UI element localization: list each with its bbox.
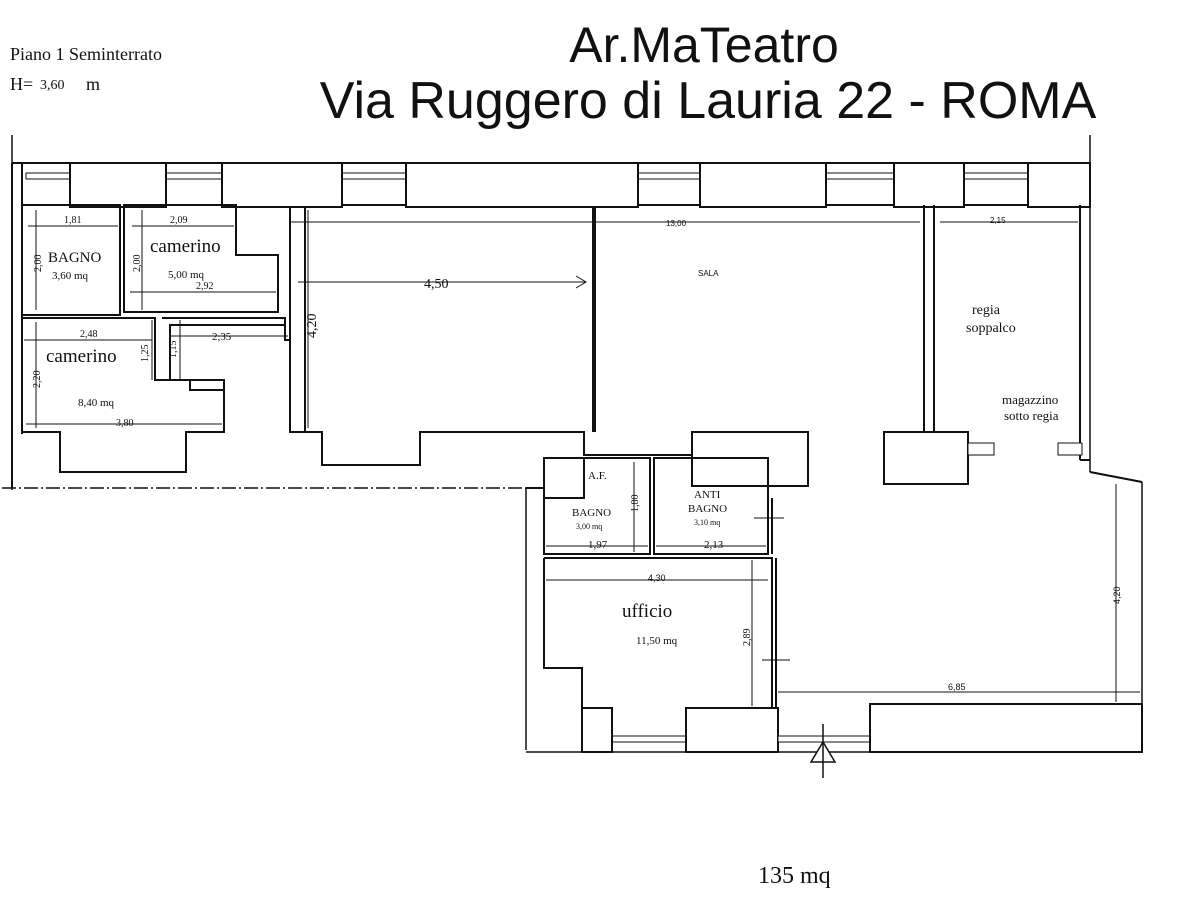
ufficio-name: ufficio	[622, 601, 672, 622]
camerino-bottom-area: 8,40 mq	[78, 397, 115, 409]
dim-200a: 2,00	[33, 255, 44, 273]
dim-181: 1,81	[64, 215, 82, 226]
antibagno-area: 3,10 mq	[694, 518, 720, 527]
title-line2: Via Ruggero di Lauria 22 - ROMA	[320, 72, 1097, 130]
floor-label: Piano 1 Seminterrato	[10, 44, 162, 64]
dim-430: 4,30	[648, 573, 666, 583]
dim-380: 3,80	[116, 418, 134, 429]
dim-248: 2,48	[80, 329, 98, 340]
sala-walls	[305, 205, 1083, 487]
camerino-top-name: camerino	[150, 236, 221, 257]
dim-235: 2,35	[212, 331, 232, 343]
magazzino-label-1: magazzino	[1002, 392, 1058, 407]
dim-213: 2,13	[704, 539, 724, 551]
entrance-arrow-icon	[809, 724, 837, 778]
service-block	[526, 457, 1143, 753]
title-line1: Ar.MaTeatro	[569, 17, 839, 73]
dim-180: 1,80	[630, 495, 641, 513]
total-area: 135 mq	[758, 863, 831, 889]
dim-420b: 4,20	[1112, 586, 1122, 604]
dim-197: 1,97	[588, 539, 608, 551]
dim-292: 2,92	[196, 281, 214, 292]
antibagno-label-1: ANTI	[694, 489, 721, 501]
dim-220: 2,20	[32, 371, 43, 389]
dim-125: 1,25	[140, 345, 151, 363]
height-unit: m	[86, 74, 100, 94]
dim-215: 2,15	[990, 216, 1006, 225]
sala-label: SALA	[698, 269, 719, 278]
regia-label-1: regia	[972, 303, 1001, 318]
height-label: H=	[10, 74, 33, 94]
dim-115: 1,15	[168, 341, 179, 359]
dim-200b: 2,00	[132, 255, 143, 273]
bagno-top-name: BAGNO	[48, 250, 102, 266]
outer-walls	[11, 162, 1143, 488]
dim-209: 2,09	[170, 215, 188, 226]
height-value: 3,60	[40, 78, 65, 93]
dim-1300: 13,00	[666, 219, 687, 228]
bagno-mid-name: BAGNO	[572, 507, 611, 519]
dimension-lines	[24, 210, 1140, 706]
ufficio-area: 11,50 mq	[636, 635, 678, 647]
bagno-top-area: 3,60 mq	[52, 270, 89, 282]
left-rooms	[21, 204, 306, 473]
camerino-bottom-name: camerino	[46, 346, 117, 367]
dim-420a: 4,20	[305, 314, 320, 339]
bagno-mid-area: 3,00 mq	[576, 522, 602, 531]
camerino-top-area: 5,00 mq	[168, 269, 205, 281]
regia-label-2: soppalco	[966, 321, 1016, 336]
magazzino-label-2: sotto regia	[1004, 408, 1059, 423]
dim-450: 4,50	[424, 277, 449, 292]
dim-289: 2,89	[742, 629, 753, 647]
dim-685: 6,85	[948, 682, 966, 692]
antibagno-label-2: BAGNO	[688, 503, 727, 515]
af-label: A.F.	[588, 470, 607, 482]
